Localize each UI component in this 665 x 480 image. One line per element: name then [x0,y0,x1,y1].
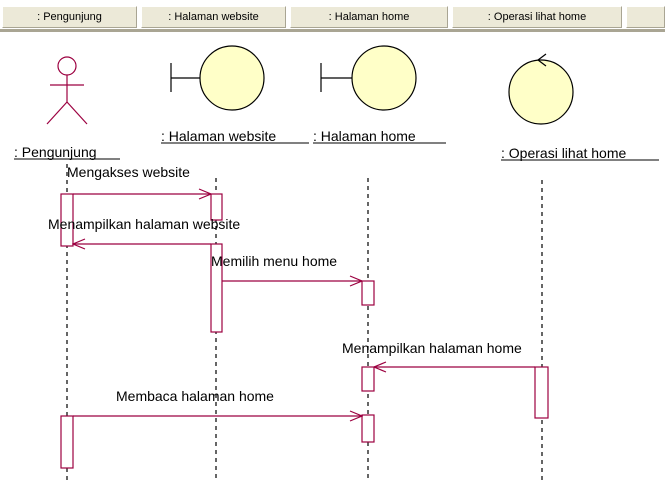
message-label-menampilkan-halaman-home: Menampilkan halaman home [342,340,522,356]
boundary-circle-icon [351,45,417,111]
activation-halaman-home-1 [361,280,375,306]
object-label-pengunjung: : Pengunjung [14,144,97,160]
activation-operasi-lihat-home [534,366,549,419]
object-label-halaman-website: : Halaman website [161,128,276,144]
control-operasi-lihat-home[interactable] [508,53,574,125]
boundary-halaman-home[interactable] [320,45,417,111]
actor-head-icon [57,56,77,76]
activation-pengunjung-1 [60,193,74,247]
header-tab-operasi-lihat-home[interactable]: : Operasi lihat home [452,6,622,28]
activation-halaman-home-2 [361,366,375,392]
actor-right-leg-icon [66,101,88,125]
header-tab-halaman-home[interactable]: : Halaman home [290,6,448,28]
message-label-memilih-menu-home: Memilih menu home [211,253,337,269]
activation-pengunjung-2 [60,415,74,469]
control-arrow-icon [537,53,547,67]
object-label-halaman-home: : Halaman home [313,128,416,144]
actor-pengunjung[interactable] [46,56,88,125]
header-tab-pengunjung[interactable]: : Pengunjung [2,6,137,28]
boundary-halaman-website[interactable] [170,45,265,111]
header-tab-halaman-website[interactable]: : Halaman website [141,6,286,28]
message-label-membaca-halaman-home: Membaca halaman home [116,388,274,404]
header-divider [0,29,665,32]
activation-halaman-website-2 [210,243,223,333]
object-header-bar: : Pengunjung : Halaman website : Halaman… [0,0,665,32]
message-label-menampilkan-halaman-website: Menampilkan halaman website [48,216,240,232]
message-label-mengakses-website: Mengakses website [67,164,190,180]
activation-halaman-website-1 [210,193,223,221]
boundary-circle-icon [199,45,265,111]
control-circle-icon [508,59,574,125]
object-label-operasi-lihat-home: : Operasi lihat home [501,145,626,161]
activation-halaman-home-3 [361,414,375,443]
actor-left-leg-icon [46,101,68,125]
